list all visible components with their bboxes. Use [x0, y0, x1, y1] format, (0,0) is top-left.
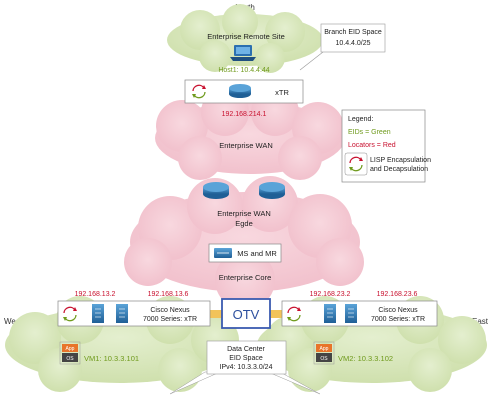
legend-lisp-line2: and Decapsulation [370, 166, 428, 173]
legend-title: Legend: [348, 116, 373, 123]
laptop-icon [230, 45, 256, 61]
branch-eid-title: Branch EID Space [324, 29, 382, 36]
otv-box [221, 298, 271, 329]
legend-locators: Locators = Red [348, 142, 396, 149]
vm2-os-text: OS [320, 356, 328, 362]
left-nexus-box [57, 300, 211, 327]
left-nexus-switch-1-icon [92, 304, 104, 323]
otv-label: OTV [233, 307, 260, 322]
right-nexus-line1: Cisco Nexus [378, 307, 418, 314]
edge-router-right-icon [259, 182, 285, 199]
edge-label-1: Enterprise WAN [217, 209, 271, 218]
wan-label: Enterprise WAN [219, 141, 273, 150]
vm2-app-icon [313, 341, 335, 365]
right-nexus-line2: 7000 Series: xTR [371, 316, 425, 323]
vm1-app-icon [59, 341, 81, 365]
vm1-label: VM1: 10.3.3.101 [84, 354, 139, 363]
branch-eid-callout [299, 23, 386, 71]
enterprise-wan-cloud [155, 88, 345, 180]
dc-eid-line1: Data Center [227, 346, 265, 353]
east-label: East [472, 317, 489, 326]
enterprise-core-cloud [124, 176, 364, 310]
edge-label-2: Egde [235, 219, 253, 228]
dc-eid-callout [169, 340, 321, 395]
left-lisp-icon [63, 306, 77, 322]
remote-site-title: Enterprise Remote Site [207, 32, 285, 41]
lisp-encap-icon [192, 84, 206, 99]
right-nexus-switch-2-icon [345, 304, 357, 323]
dc-eid-line2: EID Space [229, 355, 263, 362]
west-label: West [4, 317, 23, 326]
legend-lisp-icon [344, 152, 368, 176]
left-nexus-switch-2-icon [116, 304, 128, 323]
left-nexus-line1: Cisco Nexus [150, 307, 190, 314]
right-ip-a: 192.168.23.2 [310, 291, 351, 298]
right-nexus-box [281, 300, 438, 327]
right-ip-b: 192.168.23.6 [377, 291, 418, 298]
otv-link-right [270, 310, 282, 318]
vm1-app-text: App [66, 346, 75, 352]
router-icon [229, 84, 251, 98]
vm1-os-text: OS [66, 356, 74, 362]
xtr-top-ip: 192.168.214.1 [222, 111, 267, 118]
legend-eids: EIDs = Green [348, 129, 391, 136]
right-lisp-icon [287, 306, 301, 322]
msmr-box [208, 243, 282, 263]
host1-label: Host1: 10.4.4.44 [218, 67, 269, 74]
branch-eid-subnet: 10.4.4.0/25 [335, 40, 370, 47]
vm2-label: VM2: 10.3.3.102 [338, 354, 393, 363]
msmr-label: MS and MR [237, 249, 277, 258]
vm2-app-text: App [320, 346, 329, 352]
dc-eid-line3: IPv4: 10.3.3.0/24 [220, 364, 273, 371]
left-ip-b: 192.168.13.6 [148, 291, 189, 298]
legend-box [341, 109, 426, 183]
otv-link-left [210, 310, 222, 318]
remote-site-cloud [167, 4, 323, 73]
edge-router-left-icon [203, 182, 229, 199]
xtr-top-label: xTR [275, 88, 289, 97]
legend-lisp-line1: LISP Encapsulation [370, 157, 431, 164]
right-nexus-switch-1-icon [324, 304, 336, 323]
left-nexus-line2: 7000 Series: xTR [143, 316, 197, 323]
left-ip-a: 192.168.13.2 [75, 291, 116, 298]
core-label: Enterprise Core [219, 273, 272, 282]
